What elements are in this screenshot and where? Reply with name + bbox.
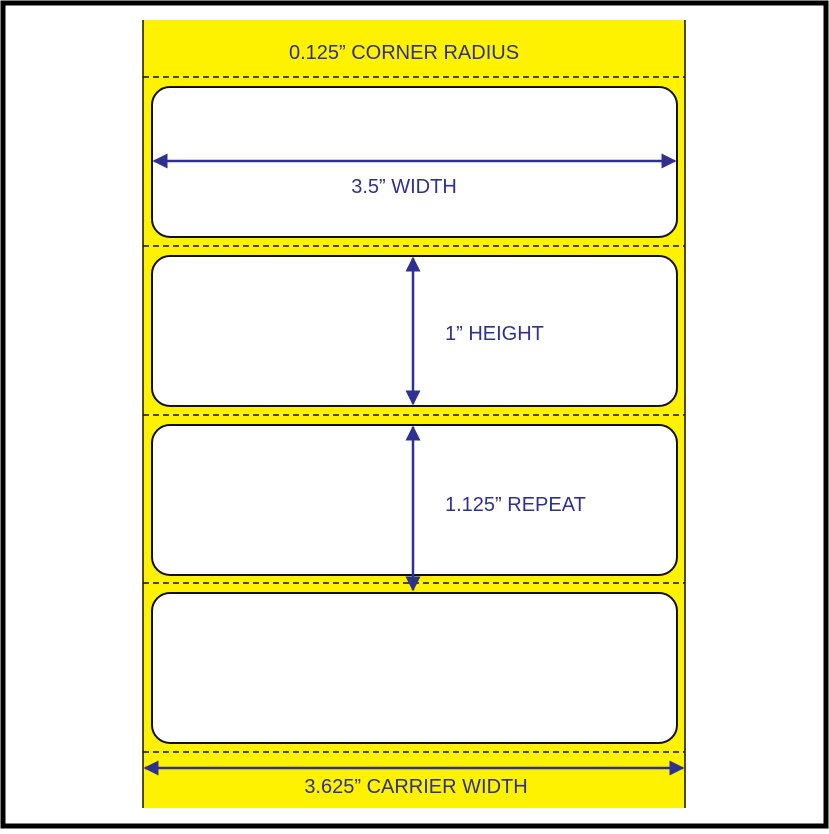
label-3 [151, 424, 678, 576]
repeat-label: 1.125” REPEAT [445, 494, 586, 516]
width-label: 3.5” WIDTH [351, 176, 457, 198]
corner-radius-label: 0.125” CORNER RADIUS [289, 42, 519, 64]
label-2 [151, 255, 678, 407]
height-label: 1” HEIGHT [445, 323, 544, 345]
label-4 [151, 592, 678, 744]
carrier-width-label: 3.625” CARRIER WIDTH [304, 776, 527, 798]
